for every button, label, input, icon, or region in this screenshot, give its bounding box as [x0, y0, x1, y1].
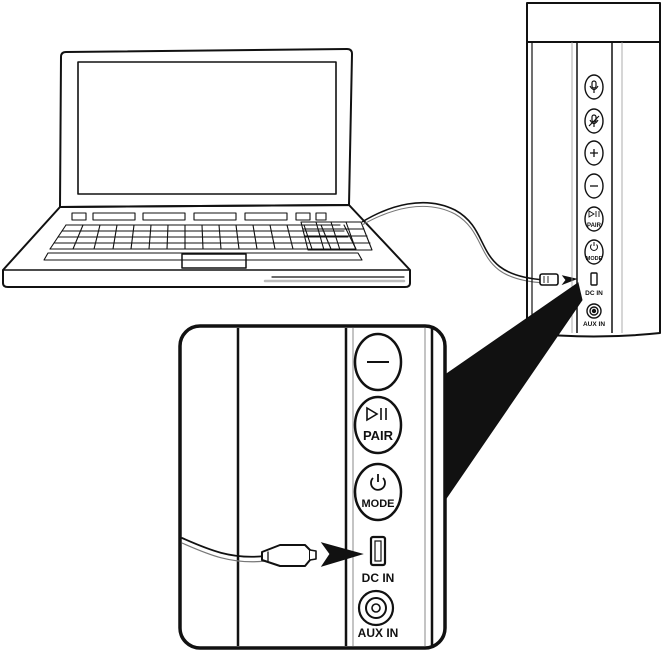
zoom-aux-in-label: AUX IN [358, 626, 399, 640]
speaker-pair-label: PAIR [587, 223, 602, 229]
mic-button[interactable] [585, 75, 603, 99]
zoom-pair-button[interactable] [355, 397, 401, 453]
speaker-icon [527, 3, 660, 337]
usb-cable-icon [362, 203, 558, 285]
arrow-icon [563, 276, 576, 284]
zoom-audio-jack-icon[interactable] [359, 591, 393, 625]
zoom-volume-down-button[interactable] [355, 334, 401, 390]
zoom-panel [180, 326, 445, 648]
zoom-connector [445, 283, 582, 500]
mic-mute-button[interactable] [585, 109, 603, 133]
volume-down-button[interactable] [585, 174, 603, 198]
zoom-mode-label: MODE [362, 498, 395, 510]
speaker-aux-in-label: AUX IN [583, 321, 605, 328]
speaker-mode-label: MODE [586, 256, 603, 262]
audio-jack-icon[interactable] [587, 304, 601, 318]
laptop-icon [3, 49, 410, 287]
volume-up-button[interactable] [585, 141, 603, 165]
zoom-dc-in-label: DC IN [362, 571, 395, 585]
zoom-mode-button[interactable] [355, 464, 401, 520]
speaker-dc-in-label: DC IN [585, 290, 603, 297]
usb-port-icon[interactable] [591, 273, 597, 285]
zoom-pair-label: PAIR [363, 428, 394, 443]
